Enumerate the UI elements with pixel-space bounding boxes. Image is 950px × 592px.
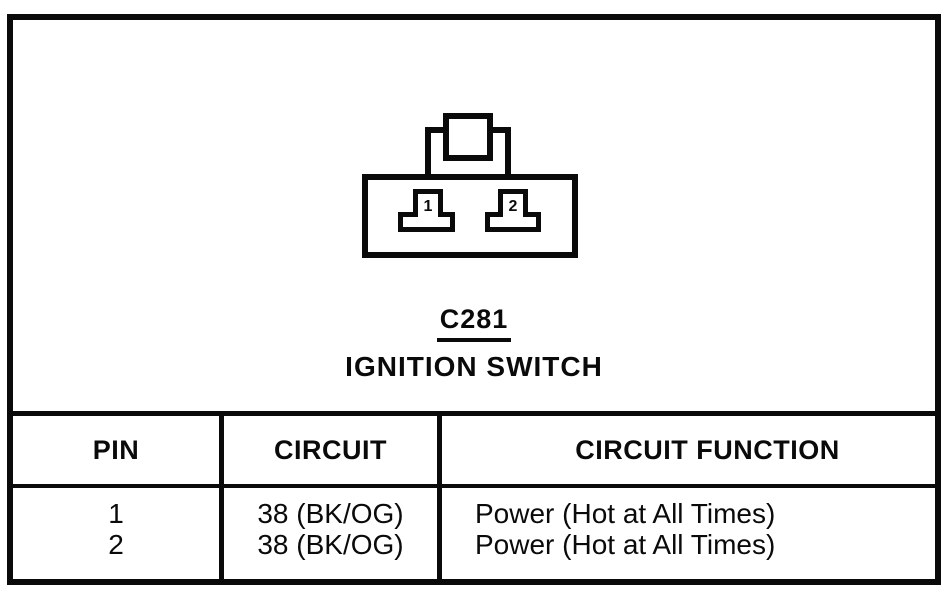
table-circuit-column: 38 (BK/OG) 38 (BK/OG) bbox=[224, 488, 437, 579]
connector-id-row: C281 bbox=[13, 304, 935, 342]
circuit-value-row-1: 38 (BK/OG) bbox=[257, 498, 404, 529]
pin-value-row-1: 1 bbox=[108, 498, 124, 529]
table-function-column: Power (Hot at All Times) Power (Hot at A… bbox=[442, 488, 935, 579]
circuit-value-row-2: 38 (BK/OG) bbox=[257, 529, 404, 560]
table-header-circuit: CIRCUIT bbox=[274, 434, 387, 465]
table-header-divider bbox=[13, 484, 935, 488]
table-column-divider-2 bbox=[437, 411, 442, 579]
function-value-row-2: Power (Hot at All Times) bbox=[475, 529, 776, 560]
table-header-pin: PIN bbox=[92, 434, 140, 465]
connector-panel: 1 2 C281 IGNITION SWITCH PIN CIRCUIT CIR… bbox=[7, 14, 941, 585]
pin-1-label: 1 bbox=[423, 197, 433, 215]
connector-lock-tab-cap bbox=[443, 113, 493, 161]
pin-2-label: 2 bbox=[508, 197, 518, 215]
table-header-circuit-function: CIRCUIT FUNCTION bbox=[575, 434, 840, 465]
connector-id: C281 bbox=[436, 304, 512, 342]
connector-body-outline bbox=[362, 174, 578, 258]
pin-value-row-2: 2 bbox=[108, 529, 124, 560]
function-value-row-1: Power (Hot at All Times) bbox=[475, 498, 776, 529]
pin-1-terminal: 1 bbox=[413, 189, 443, 217]
table-column-divider-1 bbox=[219, 411, 224, 579]
table-top-border bbox=[13, 411, 935, 416]
table-pin-column: 1 2 bbox=[13, 488, 219, 579]
connector-name: IGNITION SWITCH bbox=[345, 351, 603, 382]
pin-2-terminal: 2 bbox=[498, 189, 528, 217]
